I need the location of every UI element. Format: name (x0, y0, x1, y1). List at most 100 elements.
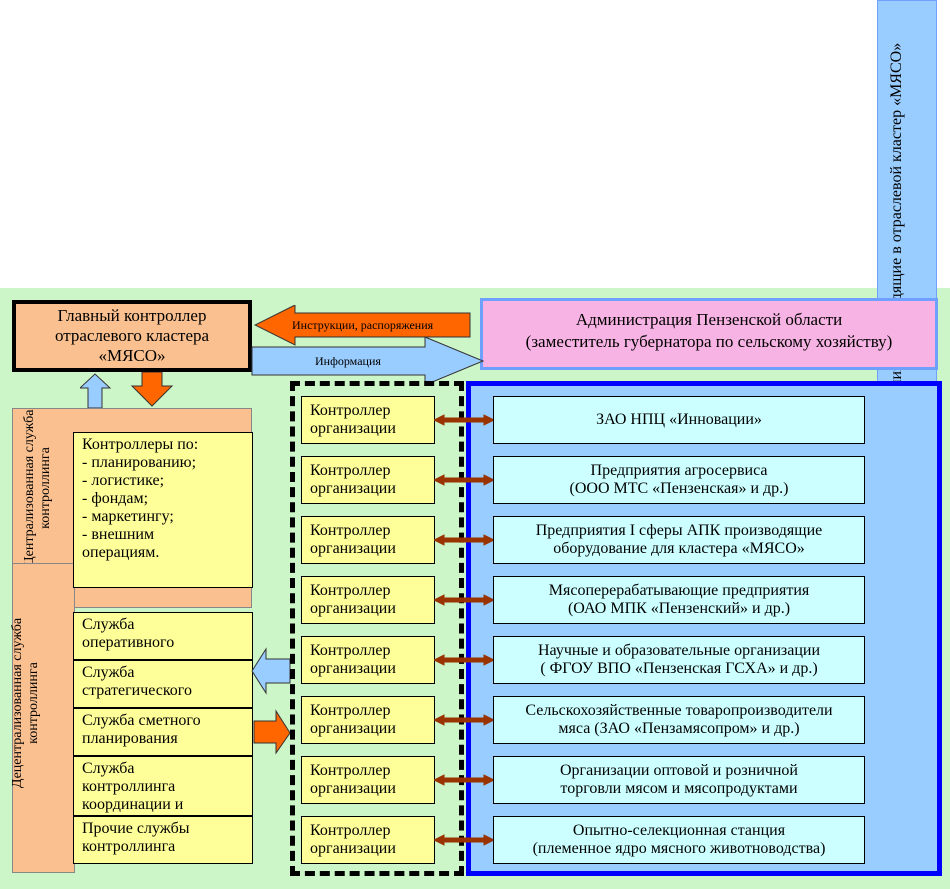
org-controller-line1: Контроллер (310, 762, 391, 779)
organization-box: Мясоперерабатывающие предприятия (ОАО МП… (493, 576, 865, 624)
org-controller-line2: организации (310, 480, 396, 497)
right-orange-arrow (253, 709, 291, 755)
decentralized-label-line1: Децентрализованная служба (10, 617, 25, 789)
functional-controllers-box: Контроллеры по: - планированию; - логист… (73, 432, 253, 588)
organization-line: Предприятия I сферы АПК производящие (535, 522, 823, 539)
administration-box: Администрация Пензенской области (замест… (480, 298, 938, 370)
main-controller-line1: Главный контроллер (57, 306, 207, 325)
service-line: контроллинга (82, 778, 176, 795)
service-line: контроллинга (82, 838, 176, 855)
organization-controller-box: Контроллер организации (301, 816, 435, 864)
organization-line: торговли мясом и мясопродуктами (560, 780, 798, 797)
functional-controllers-title: Контроллеры по: (82, 436, 199, 453)
instructions-arrow (253, 305, 471, 346)
functional-controller-item: - внешним (82, 526, 155, 543)
organization-line: (ОАО МПК «Пензенский» и др.) (567, 600, 791, 617)
left-blue-arrow (251, 647, 291, 695)
service-line: Прочие службы (82, 820, 190, 837)
service-other: Прочие службы контроллинга (73, 816, 253, 864)
service-coordination: Служба контроллинга координации и (73, 756, 253, 816)
org-controller-line2: организации (310, 420, 396, 437)
organization-controller-box: Контроллер организации (301, 576, 435, 624)
organization-line: ЗАО НПЦ «Инновации» (596, 411, 762, 428)
service-line: оперативного (82, 634, 175, 651)
organization-box: Предприятия I сферы АПК производящие обо… (493, 516, 865, 564)
organization-box: Организации оптовой и розничной торговли… (493, 756, 865, 804)
org-controller-line1: Контроллер (310, 642, 391, 659)
main-controller-line3: «МЯСО» (98, 346, 166, 365)
connectors-svg (434, 414, 496, 846)
org-controller-line1: Контроллер (310, 582, 391, 599)
organization-controller-box: Контроллер организации (301, 456, 435, 504)
organization-controller-box: Контроллер организации (301, 516, 435, 564)
organization-line: ( ФГОУ ВПО «Пензенская ГСХА» и др.) (540, 660, 818, 677)
org-controller-line1: Контроллер (310, 402, 391, 419)
service-line: Служба (82, 616, 135, 633)
service-line: стратегического (82, 682, 192, 699)
functional-controller-item: - планированию; (82, 454, 197, 471)
organization-controller-box: Контроллер организации (301, 396, 435, 444)
service-line: Служба сметного (82, 712, 201, 729)
organization-line: оборудование для кластера «МЯСО» (553, 540, 805, 557)
org-controller-line1: Контроллер (310, 462, 391, 479)
organization-line: (ООО МТС «Пензенская» и др.) (569, 480, 789, 497)
administration-line2: (заместитель губернатора по сельскому хо… (525, 332, 893, 351)
org-controller-line1: Контроллер (310, 822, 391, 839)
organization-box: Сельскохозяйственные товаропроизводители… (493, 696, 865, 744)
org-controller-line1: Контроллер (310, 702, 391, 719)
org-controller-line2: организации (310, 840, 396, 857)
centralized-label-line1: Централизованная служба (22, 409, 37, 567)
organization-box: Предприятия агросервиса (ООО МТС «Пензен… (493, 456, 865, 504)
functional-controller-item: - фондам; (82, 490, 149, 507)
organization-line: Сельскохозяйственные товаропроизводители (525, 702, 833, 719)
organization-box: Опытно-селекционная станция (племенное я… (493, 816, 865, 864)
organization-controller-box: Контроллер организации (301, 756, 435, 804)
org-controller-line2: организации (310, 780, 396, 797)
instructions-arrow-label: Инструкции, распоряжения (292, 318, 434, 332)
org-controller-line2: организации (310, 660, 396, 677)
cluster-organizations-panel (877, 0, 937, 455)
org-controller-line2: организации (310, 540, 396, 557)
bidirectional-connector (434, 474, 496, 486)
org-controller-line2: организации (310, 720, 396, 737)
service-line: Служба (82, 760, 135, 777)
organization-line: (племенное ядро мясного животноводства) (532, 840, 826, 857)
functional-controller-item: - маркетингу; (82, 508, 174, 525)
information-arrow-label: Информация (315, 354, 381, 368)
bidirectional-connector (434, 834, 496, 846)
decentralized-service-panel (12, 563, 75, 873)
organization-line: Опытно-селекционная станция (572, 822, 786, 839)
main-controller-box: Главный контроллер отраслевого кластера … (12, 300, 252, 372)
bidirectional-connector (434, 594, 496, 606)
organization-line: мяса (ЗАО «Пензамясопром» и др.) (558, 720, 800, 737)
bidirectional-connector (434, 414, 496, 426)
arrows-svg: Инструкции, распоряжения Информация (251, 305, 485, 385)
functional-controller-item: - логистике; (82, 472, 165, 489)
organization-box: ЗАО НПЦ «Инновации» (493, 396, 865, 444)
organization-line: Мясоперерабатывающие предприятия (548, 582, 810, 599)
organization-controller-box: Контроллер организации (301, 696, 435, 744)
bidirectional-connector (434, 714, 496, 726)
service-budget-planning: Служба сметного планирования (73, 708, 253, 756)
service-strategic: Служба стратегического (73, 660, 253, 708)
organization-line: Организации оптовой и розничной (560, 762, 798, 779)
service-line: Служба (82, 664, 135, 681)
organization-line: Научные и образовательные организации (537, 642, 821, 659)
bidirectional-connector (434, 654, 496, 666)
down-arrow (130, 372, 174, 407)
vertical-arrows-svg (80, 372, 174, 409)
decentralized-label-line2: контроллинга (26, 662, 41, 744)
service-arrows-svg (251, 647, 291, 755)
organization-line: Предприятия агросервиса (590, 462, 768, 479)
administration-line1: Администрация Пензенской области (575, 310, 843, 329)
centralized-service-label: Централизованная служба контроллинга (22, 388, 58, 588)
bidirectional-connector (434, 774, 496, 786)
organization-controller-box: Контроллер организации (301, 636, 435, 684)
functional-controller-item: операциям. (82, 544, 160, 561)
information-arrow (251, 336, 485, 385)
up-arrow (80, 373, 112, 409)
service-line: координации и (82, 796, 184, 813)
main-controller-line2: отраслевого кластера (54, 326, 210, 345)
organization-box: Научные и образовательные организации ( … (493, 636, 865, 684)
decentralized-service-label: Децентрализованная служба контроллинга (10, 578, 46, 828)
